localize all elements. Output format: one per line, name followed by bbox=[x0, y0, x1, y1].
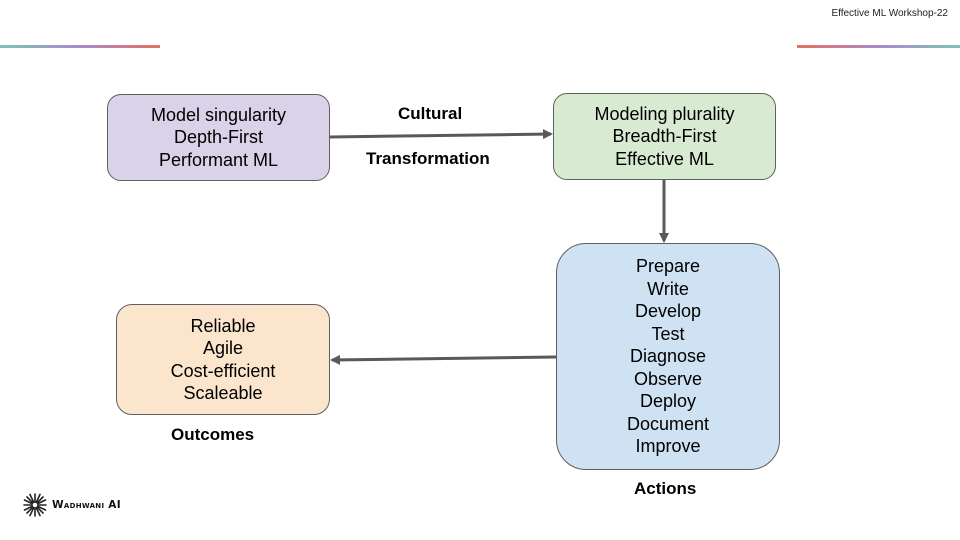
logo-text: Wadhwani AI bbox=[52, 499, 121, 511]
label-outcomes: Outcomes bbox=[171, 425, 255, 444]
node-line: Agile bbox=[202, 338, 244, 358]
label-cultural: Cultural bbox=[398, 104, 463, 123]
accent-line-left bbox=[0, 45, 160, 48]
node-line: Breadth-First bbox=[612, 126, 717, 147]
node-line: Depth-First bbox=[173, 127, 263, 148]
node-line: Diagnose bbox=[629, 346, 707, 367]
node-line: Cost-efficient bbox=[170, 360, 276, 381]
label-transformation: Transformation bbox=[366, 149, 490, 168]
starburst-logo-icon bbox=[23, 493, 47, 517]
arrow-actions-to-outcomes bbox=[330, 354, 557, 365]
node-line: Develop bbox=[634, 301, 702, 322]
node-line: Prepare bbox=[635, 256, 701, 277]
node-line: Write bbox=[647, 278, 689, 299]
label-actions: Actions bbox=[634, 479, 697, 498]
node-line: Improve bbox=[635, 436, 701, 457]
wadhwani-ai-logo: Wadhwani AI bbox=[22, 492, 121, 518]
node-line: Effective ML bbox=[615, 148, 714, 169]
accent-line-right bbox=[797, 45, 960, 48]
node-line: Test bbox=[651, 323, 685, 344]
arrow-left-to-right bbox=[329, 129, 553, 140]
node-line: Scaleable bbox=[183, 383, 263, 403]
node-line: Observe bbox=[633, 368, 703, 389]
node-line: Reliable bbox=[190, 315, 256, 336]
node-line: Modeling plurality bbox=[594, 103, 735, 124]
node-line: Deploy bbox=[639, 391, 697, 412]
node-line: Performant ML bbox=[158, 149, 279, 170]
slide-header-title: Effective ML Workshop-22 bbox=[831, 8, 948, 19]
node-line: Model singularity bbox=[150, 104, 287, 125]
node-line: Document bbox=[626, 413, 710, 434]
